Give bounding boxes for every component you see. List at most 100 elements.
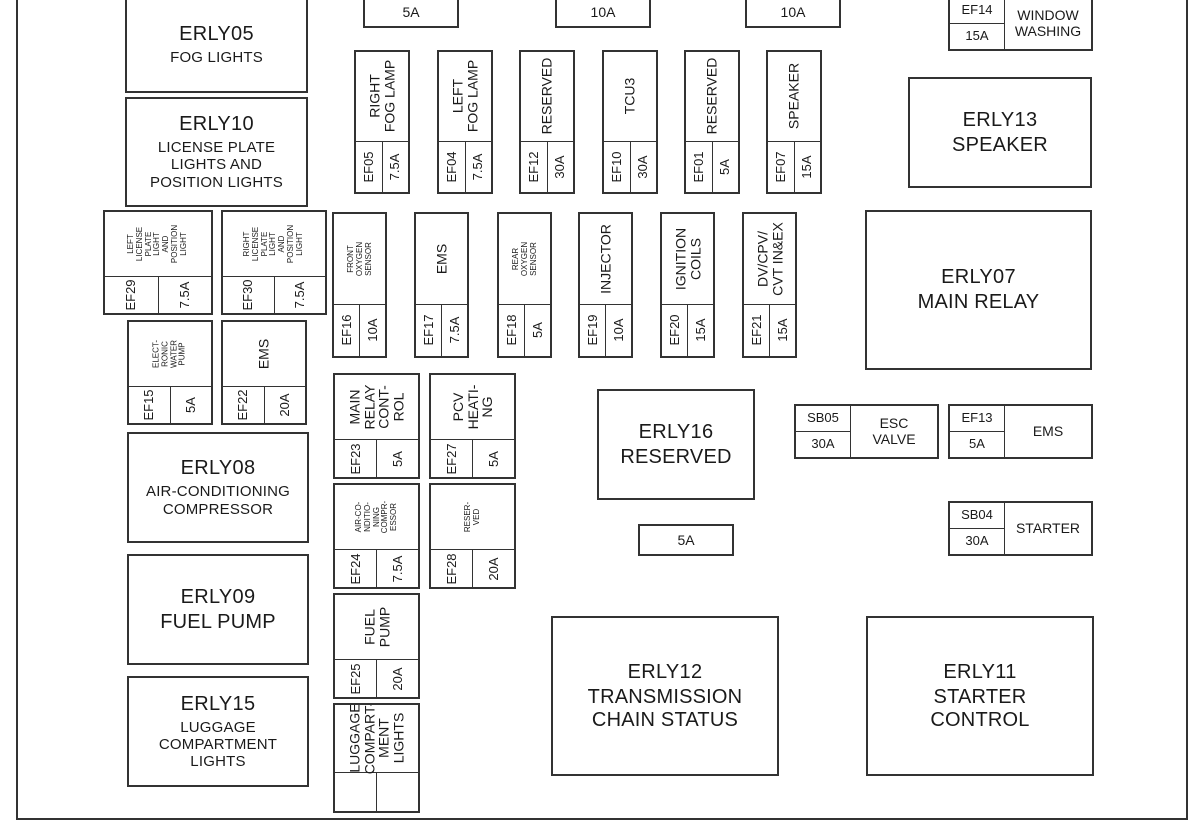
relay-label: FOG LIGHTS [170, 48, 263, 66]
fuse-label: ELECT- RONIC WATER PUMP [151, 339, 187, 368]
fuse-label-cell: AIR-CO- NDITIO- NING COMPR- ESSOR [335, 485, 418, 551]
fuse-rating: 7.5A [387, 153, 403, 181]
fuse-code: EF23 [347, 443, 363, 475]
fuse-label: FRONT OXYGEN SENSOR [345, 241, 372, 277]
fuse-code: EF14 [950, 0, 1005, 24]
fuse-label: INJECTOR [597, 224, 614, 294]
fuse-label: EMS [433, 243, 450, 275]
fuse-label: TCU3 [621, 78, 638, 115]
fuse-label: LEFT FOG LAMP [449, 60, 480, 133]
fuse-label-cell: ELECT- RONIC WATER PUMP [129, 322, 211, 387]
fuse-label-cell: REAR OXYGEN SENSOR [499, 214, 550, 305]
fuse-rating: 10A [364, 318, 380, 343]
fuse-rating: 20A [389, 667, 405, 691]
fuse-label-cell: INJECTOR [580, 214, 631, 305]
fuse-rating: 15A [950, 23, 1005, 49]
fuse-label-cell: RIGHT LICENSE PLATE LIGHT AND POSITION L… [223, 212, 325, 277]
fuse-label-cell: RESER- VED [431, 485, 514, 551]
fuse-mid5a: 5A [638, 524, 734, 556]
fuse-info-cell: EF21 15A [744, 304, 795, 356]
fuse-code: EF15 [141, 389, 157, 421]
fuse-ef22: EMS EF22 20A [221, 320, 307, 425]
fuse-rating: 15A [774, 318, 790, 343]
fuse-label-cell: RIGHT FOG LAMP [356, 52, 408, 142]
fuse-rating: 30A [950, 528, 1005, 554]
fuse-rating: 5A [182, 396, 198, 413]
fuse-label-cell: EMS [223, 322, 305, 387]
fuse-info-cell: EF28 20A [431, 550, 514, 587]
fuse-code: EF18 [503, 314, 519, 346]
fuse-info-cell: EF15 5A [129, 386, 211, 423]
fuse-rating: 7.5A [389, 555, 405, 583]
fuse-code: EF04 [443, 151, 459, 183]
fuse-rating: 20A [485, 557, 501, 581]
fuse-top3: 10A [745, 0, 841, 28]
fuse-code: EF28 [443, 553, 459, 585]
fuse-info-cell: EF12 30A [521, 141, 573, 192]
fuse-rating: 30A [552, 155, 568, 179]
fuse-rating: 30A [796, 431, 851, 457]
fuse-label: EMS [255, 338, 272, 369]
fuse-code: EF07 [772, 151, 788, 183]
relay-code: ERLY05 [179, 22, 254, 45]
fuse-rating: 7.5A [446, 317, 462, 344]
relay-label: LUGGAGE COMPARTMENT LIGHTS [158, 718, 278, 771]
fuse-label-cell: SPEAKER [768, 52, 820, 142]
fuse-info-cell: EF07 15A [768, 141, 820, 192]
fuse-label: FUEL PUMP [360, 606, 392, 648]
fuse-ef30: RIGHT LICENSE PLATE LIGHT AND POSITION L… [221, 210, 327, 315]
fuse-label-cell: FRONT OXYGEN SENSOR [334, 214, 385, 305]
fuse-rating: 15A [692, 318, 708, 343]
fuse-code: SB04 [950, 503, 1005, 529]
fuse-code: EF30 [240, 279, 256, 311]
relay-code: ERLY08 [180, 457, 256, 480]
fuse-label: EMS [1032, 422, 1064, 439]
fuse-ef_lug: LUGGAGE COMPART- MENT LIGHTS [333, 703, 420, 813]
fuse-rating: 30A [635, 155, 651, 179]
fuse-code: EF22 [235, 389, 251, 421]
fuse-label: REAR OXYGEN SENSOR [510, 241, 537, 277]
fuse-label: RESERVED [538, 57, 555, 135]
relay-label: MAIN RELAY [917, 291, 1040, 313]
fuse-code: EF27 [443, 443, 459, 475]
fuse-label: LUGGAGE COMPART- MENT LIGHTS [346, 703, 407, 775]
fuse-label: STARTER [1015, 519, 1081, 536]
fuse-code: EF01 [690, 151, 706, 183]
relay-label: RESERVED [620, 445, 732, 468]
fuse-rating: 15A [799, 155, 815, 179]
relay-label: TRANSMISSION CHAIN STATUS [587, 685, 743, 731]
fuse-label-cell: LUGGAGE COMPART- MENT LIGHTS [335, 703, 418, 775]
relay-label: SPEAKER [952, 133, 1048, 156]
fuse-label: RIGHT LICENSE PLATE LIGHT AND POSITION L… [242, 224, 304, 263]
fuse-code: EF21 [748, 314, 764, 346]
fuse-rating: 7.5A [291, 281, 307, 309]
fuse-label: RESER- VED [462, 502, 481, 533]
relay-label: FUEL PUMP [160, 610, 276, 633]
fuse-code: EF29 [123, 279, 139, 311]
fuse-rating: 20A [276, 393, 292, 417]
relay-code: ERLY09 [180, 585, 256, 608]
fuse-code: EF12 [525, 151, 541, 183]
